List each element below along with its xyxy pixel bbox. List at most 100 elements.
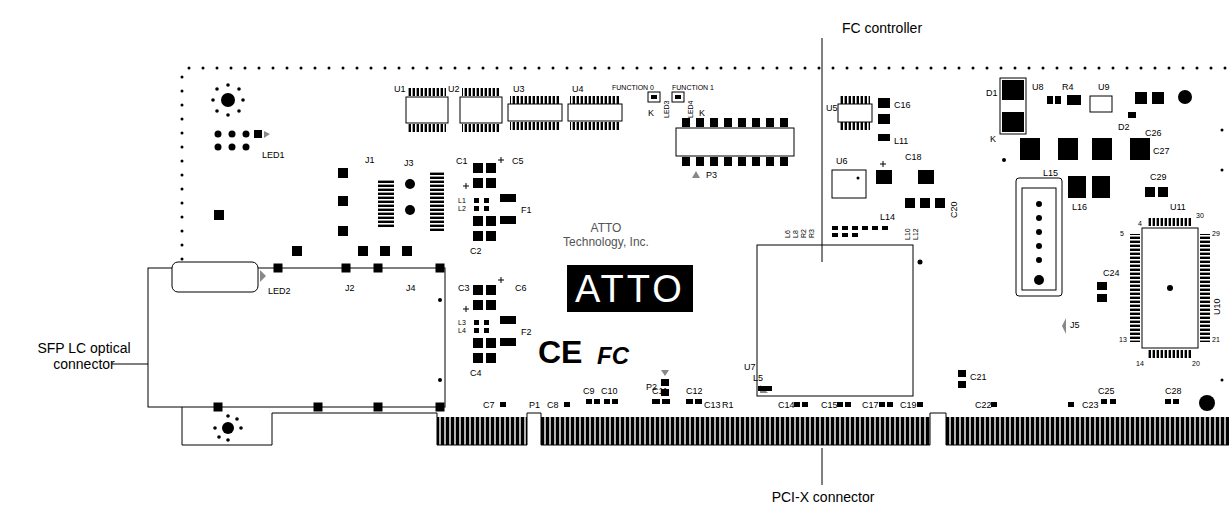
part-designator: U5 xyxy=(826,103,838,113)
pad xyxy=(1173,399,1179,404)
pin-number: 5 xyxy=(1120,230,1124,238)
part-designator: C23 xyxy=(1082,400,1099,410)
inductor-pad xyxy=(1058,138,1078,160)
part-designator: R3 xyxy=(808,229,815,238)
pad xyxy=(314,403,323,412)
jumper-pad xyxy=(661,379,669,386)
capacitor-pad xyxy=(486,353,496,363)
cert-mark: FC xyxy=(597,342,629,370)
pad xyxy=(1165,399,1171,404)
pad xyxy=(214,403,223,412)
pad xyxy=(696,118,704,127)
header-pads xyxy=(682,118,788,166)
connector-outline xyxy=(1016,178,1062,296)
via xyxy=(918,260,923,265)
connector-pin xyxy=(1036,215,1042,221)
part-designator: C17 xyxy=(862,400,879,410)
callout-label: SFP LC optical connector xyxy=(36,340,132,372)
inductor-pad xyxy=(1068,176,1086,198)
part-designator: C14 xyxy=(778,400,795,410)
part-designator: C3 xyxy=(458,283,470,293)
via xyxy=(215,109,219,113)
via xyxy=(237,109,241,113)
capacitor-pad xyxy=(1135,92,1147,104)
ic-pins xyxy=(570,96,620,104)
part-designator: K xyxy=(699,108,705,118)
pad xyxy=(832,233,838,237)
diode-pad xyxy=(1002,80,1024,100)
capacitor-pad xyxy=(935,198,945,208)
via xyxy=(1221,129,1224,132)
part-designator: C26 xyxy=(1145,128,1162,138)
part-designator: L14 xyxy=(880,212,895,222)
pad xyxy=(564,402,570,407)
part-designator: C8 xyxy=(547,400,559,410)
pad xyxy=(872,226,878,230)
capacitor-pad xyxy=(1130,138,1150,160)
connector-pins xyxy=(378,180,394,228)
pad xyxy=(845,402,851,407)
mounting-hole xyxy=(1178,90,1192,104)
pad xyxy=(338,226,348,236)
pad xyxy=(879,402,885,407)
mounting-hole xyxy=(213,414,243,442)
inductor-pad xyxy=(484,320,489,325)
part-designator: D1 xyxy=(986,88,998,98)
pin-number: 29 xyxy=(1212,230,1220,238)
leader-line xyxy=(822,448,823,485)
ic-body xyxy=(1142,228,1198,348)
pad xyxy=(862,226,868,230)
capacitor-pad xyxy=(486,300,496,310)
pad xyxy=(612,399,618,404)
part-designator: U6 xyxy=(836,156,848,166)
ic-pins xyxy=(462,124,500,132)
capacitor-pad xyxy=(473,338,483,348)
part-designator: L10 xyxy=(904,228,911,240)
part-designator: C21 xyxy=(970,372,987,382)
led-body xyxy=(648,92,660,102)
via xyxy=(237,87,241,91)
part-designator: F2 xyxy=(521,327,532,337)
led-pad xyxy=(215,131,222,138)
part-designator: FUNCTION 1 xyxy=(672,84,714,92)
pad xyxy=(214,210,224,220)
fc-controller-chip xyxy=(757,245,913,396)
inductor-pad xyxy=(474,328,479,333)
ic-pins xyxy=(1130,234,1140,342)
pad xyxy=(604,399,610,404)
pad xyxy=(752,157,760,166)
pad xyxy=(842,233,848,237)
pad xyxy=(436,403,445,412)
pad xyxy=(500,402,506,407)
pad xyxy=(1068,402,1074,407)
ic-pins xyxy=(1200,234,1210,342)
part-designator: R4 xyxy=(1062,82,1074,92)
pad xyxy=(1047,96,1053,104)
capacitor-pad xyxy=(473,300,483,310)
part-designator: F1 xyxy=(521,205,532,215)
pad xyxy=(682,118,690,127)
connector-outline xyxy=(1022,188,1056,290)
ic-body xyxy=(1090,96,1112,112)
part-designator: C10 xyxy=(601,386,618,396)
part-designator: D2 xyxy=(1118,122,1130,132)
part-designator: L16 xyxy=(1072,202,1087,212)
mounting-hole xyxy=(1199,395,1215,411)
pin1-marker xyxy=(1062,318,1066,334)
capacitor-pad xyxy=(905,198,915,208)
capacitor-pad xyxy=(486,163,496,173)
passive-pads xyxy=(832,226,888,237)
inductor-pad xyxy=(474,198,479,203)
diode-outline xyxy=(1000,78,1026,134)
part-designator: U4 xyxy=(572,84,584,94)
capacitor-pad xyxy=(878,114,890,124)
board-edge xyxy=(182,66,1229,70)
pad xyxy=(254,130,262,138)
pad xyxy=(274,264,283,273)
part-designator: C15 xyxy=(821,400,838,410)
pad xyxy=(358,246,368,256)
ic-body xyxy=(406,97,448,123)
via xyxy=(215,87,219,91)
part-designator: C19 xyxy=(900,400,917,410)
